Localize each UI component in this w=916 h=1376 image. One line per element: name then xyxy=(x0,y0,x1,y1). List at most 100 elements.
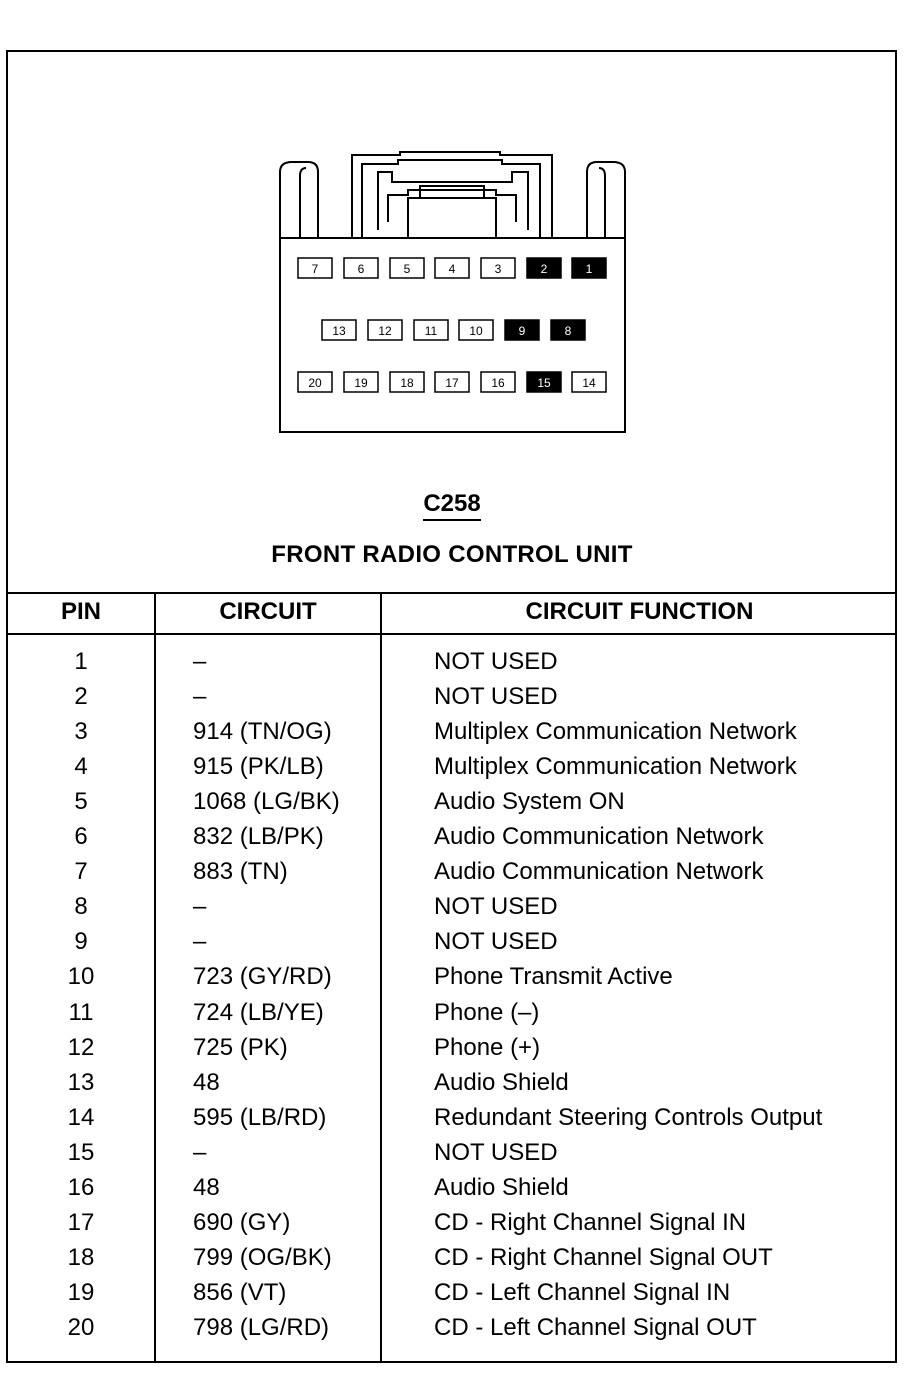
pin-number: 15 xyxy=(67,1138,95,1166)
circuit-function: CD - Left Channel Signal IN xyxy=(434,1278,731,1306)
circuit-code: – xyxy=(193,648,207,675)
circuit-code: 799 (OG/BK) xyxy=(193,1243,332,1271)
circuit-code: 723 (GY/RD) xyxy=(193,963,332,991)
pin-cavity-6: 6 xyxy=(343,257,379,279)
pin-cavity-17: 17 xyxy=(434,371,470,393)
circuit-code: 48 xyxy=(193,1173,220,1201)
circuit-function: Audio Communication Network xyxy=(434,823,764,851)
table-top-rule xyxy=(6,592,897,594)
pin-number: 20 xyxy=(67,1313,95,1341)
pin-number: 8 xyxy=(74,893,88,921)
circuit-function: Redundant Steering Controls Output xyxy=(434,1103,823,1131)
table-row: 17 690 (GY) CD - Right Channel Signal IN xyxy=(0,1209,904,1244)
circuit-function: CD - Right Channel Signal IN xyxy=(434,1208,747,1236)
pin-number: 17 xyxy=(67,1208,95,1236)
table-row: 9–NOT USED xyxy=(0,928,904,963)
circuit-code: – xyxy=(193,893,207,921)
circuit-function: Phone (–) xyxy=(434,998,540,1026)
circuit-function: Phone (+) xyxy=(434,1033,541,1061)
pin-cavity-8: 8 xyxy=(550,319,586,341)
pin-number: 1 xyxy=(74,648,88,675)
table-row: 12 725 (PK) Phone (+) xyxy=(0,1034,904,1069)
pin-number: 4 xyxy=(74,753,88,781)
circuit-code: 915 (PK/LB) xyxy=(193,753,324,781)
table-row: 1 – NOT USED xyxy=(0,648,904,683)
pin-label: 11 xyxy=(425,324,438,338)
circuit-function: Audio Communication Network xyxy=(434,858,764,886)
pin-number: 6 xyxy=(74,823,88,851)
circuit-code: 725 (PK) xyxy=(193,1033,288,1061)
pin-cavity-14: 14 xyxy=(571,371,607,393)
header-circuit-function: CIRCUIT FUNCTION xyxy=(525,598,754,625)
circuit-code: – xyxy=(193,928,207,956)
table-header-rule xyxy=(6,633,897,635)
pin-number: 12 xyxy=(67,1033,95,1061)
circuit-code: 914 (TN/OG) xyxy=(193,718,332,746)
table-row: 10 723 (GY/RD) Phone Transmit Active xyxy=(0,963,904,998)
circuit-function: NOT USED xyxy=(434,1138,558,1166)
pin-label: 20 xyxy=(308,376,322,390)
pin-label: 16 xyxy=(491,376,505,390)
pin-cavity-7: 7 xyxy=(297,257,333,279)
circuit-code: 798 (LG/RD) xyxy=(193,1313,330,1341)
circuit-code: 1068 (LG/BK) xyxy=(193,788,340,816)
circuit-function: NOT USED xyxy=(434,683,558,711)
circuit-function: NOT USED xyxy=(434,928,558,956)
pin-label: 6 xyxy=(358,262,365,276)
pin-cavity-1: 1 xyxy=(571,257,607,279)
header-pin: PIN xyxy=(60,598,101,625)
circuit-code: – xyxy=(193,683,207,711)
pin-label: 1 xyxy=(586,262,593,276)
circuit-code: – xyxy=(193,1138,207,1166)
pin-number: 16 xyxy=(67,1173,95,1201)
pin-number: 14 xyxy=(67,1103,95,1131)
table-row: 20 798 (LG/RD) CD - Left Channel Signal OU… xyxy=(0,1314,904,1349)
pin-label: 3 xyxy=(495,262,502,276)
pin-number: 11 xyxy=(68,998,94,1026)
pin-cavity-2: 2 xyxy=(526,257,562,279)
pin-label: 19 xyxy=(354,376,368,390)
header-circuit: CIRCUIT xyxy=(219,598,317,625)
circuit-code: 724 (LB/YE) xyxy=(193,998,324,1026)
connector-id: C258 xyxy=(0,490,904,521)
pin-cavity-11: 11 xyxy=(413,319,449,341)
circuit-code: 48 xyxy=(193,1068,220,1096)
table-row: 8–NOT USED xyxy=(0,893,904,928)
pin-label: 4 xyxy=(449,262,456,276)
pin-label: 12 xyxy=(378,324,392,338)
pin-label: 10 xyxy=(469,324,483,338)
circuit-function: NOT USED xyxy=(434,648,558,675)
pin-number: 10 xyxy=(67,963,95,991)
table-row: 2–NOT USED xyxy=(0,683,904,718)
circuit-function: Phone Transmit Active xyxy=(434,963,673,991)
pin-cavity-12: 12 xyxy=(367,319,403,341)
pin-cavity-4: 4 xyxy=(434,257,470,279)
pin-cavity-10: 10 xyxy=(458,319,494,341)
pin-number: 5 xyxy=(74,788,88,816)
pin-label: 2 xyxy=(541,262,548,276)
circuit-code: 690 (GY) xyxy=(193,1208,291,1236)
pin-cavity-18: 18 xyxy=(389,371,425,393)
circuit-function: CD - Left Channel Signal OUT xyxy=(434,1313,757,1341)
circuit-code: 856 (VT) xyxy=(193,1278,287,1306)
circuit-function: Multiplex Communication Network xyxy=(434,718,797,746)
circuit-function: CD - Right Channel Signal OUT xyxy=(434,1243,773,1271)
connector-housing xyxy=(279,151,626,433)
pin-cavity-13: 13 xyxy=(321,319,357,341)
pin-label: 17 xyxy=(445,376,459,390)
pin-label: 14 xyxy=(582,376,596,390)
pin-label: 18 xyxy=(400,376,414,390)
pin-number: 7 xyxy=(74,858,88,886)
column-divider-circuit xyxy=(380,592,382,1363)
pin-cavity-19: 19 xyxy=(343,371,379,393)
pin-label: 7 xyxy=(312,262,319,276)
circuit-function: Audio Shield xyxy=(434,1068,569,1096)
